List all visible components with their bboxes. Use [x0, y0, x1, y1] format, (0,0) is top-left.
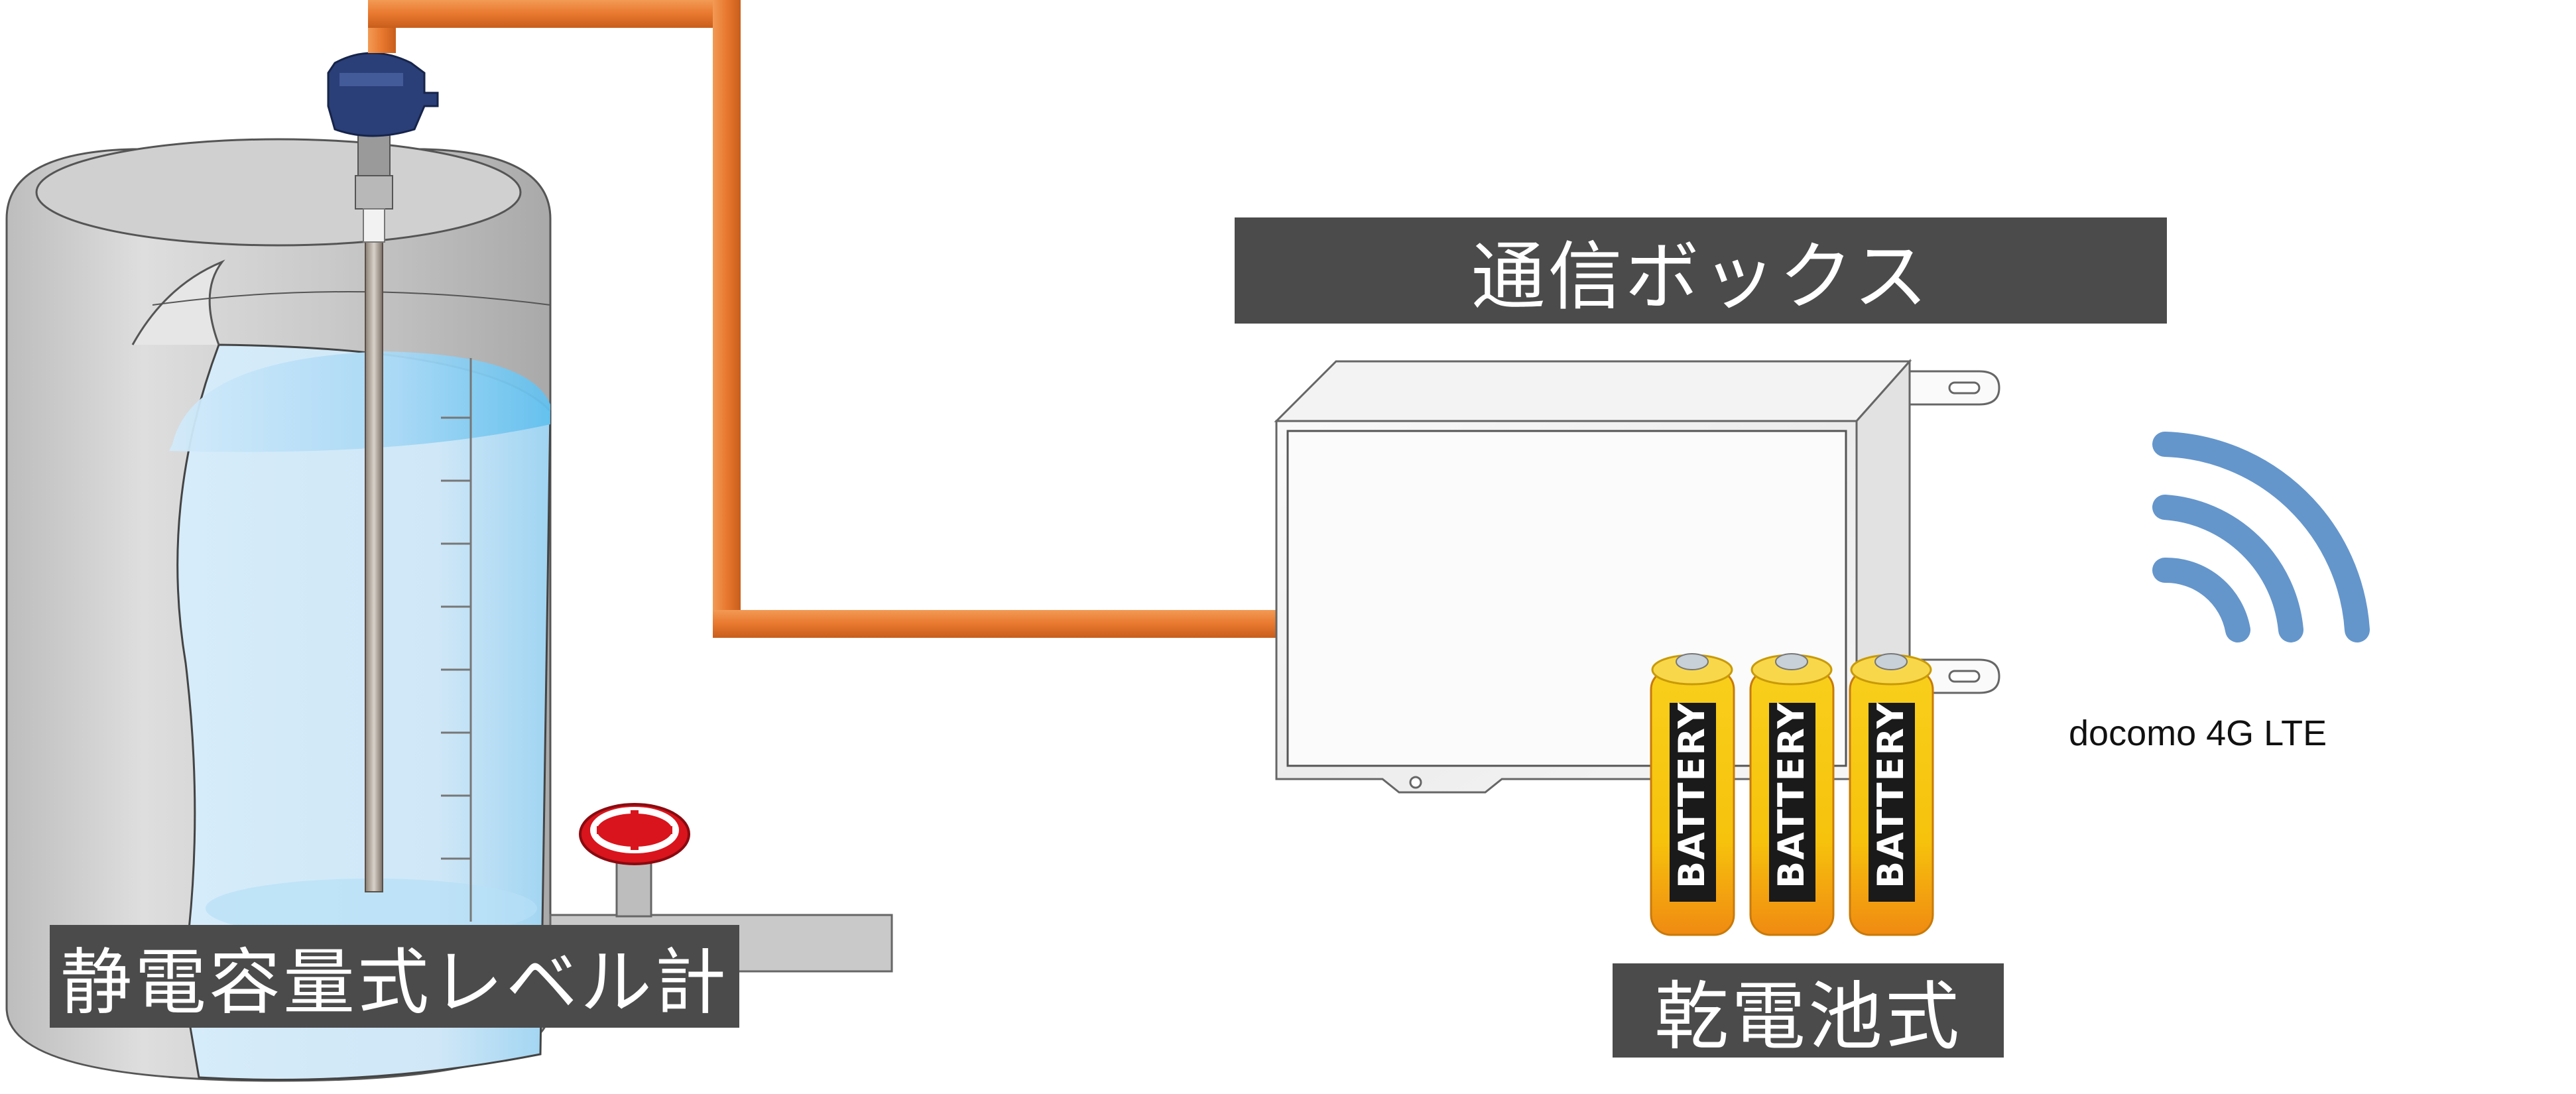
signal-cable: [368, 0, 1280, 638]
battery-icon: BATTERY BATTERY BATTERY: [1650, 653, 1934, 936]
valve-handle-icon: [579, 803, 690, 865]
network-label: docomo 4G LTE: [2069, 713, 2327, 753]
storage-tank: [5, 138, 552, 1082]
comm-box-label: 通信ボックス: [1235, 217, 2167, 324]
battery-label: 乾電池式: [1613, 963, 2004, 1060]
battery-print: BATTERY: [1671, 701, 1713, 888]
battery-print: BATTERY: [1770, 701, 1812, 888]
communication-box: [1274, 359, 2000, 794]
battery-print: BATTERY: [1870, 701, 1912, 888]
sensor-label: 静電容量式レベル計: [50, 925, 739, 1028]
wifi-signal-icon: [2152, 432, 2370, 642]
level-scale: [441, 358, 472, 922]
level-sensor-icon: [327, 52, 439, 892]
